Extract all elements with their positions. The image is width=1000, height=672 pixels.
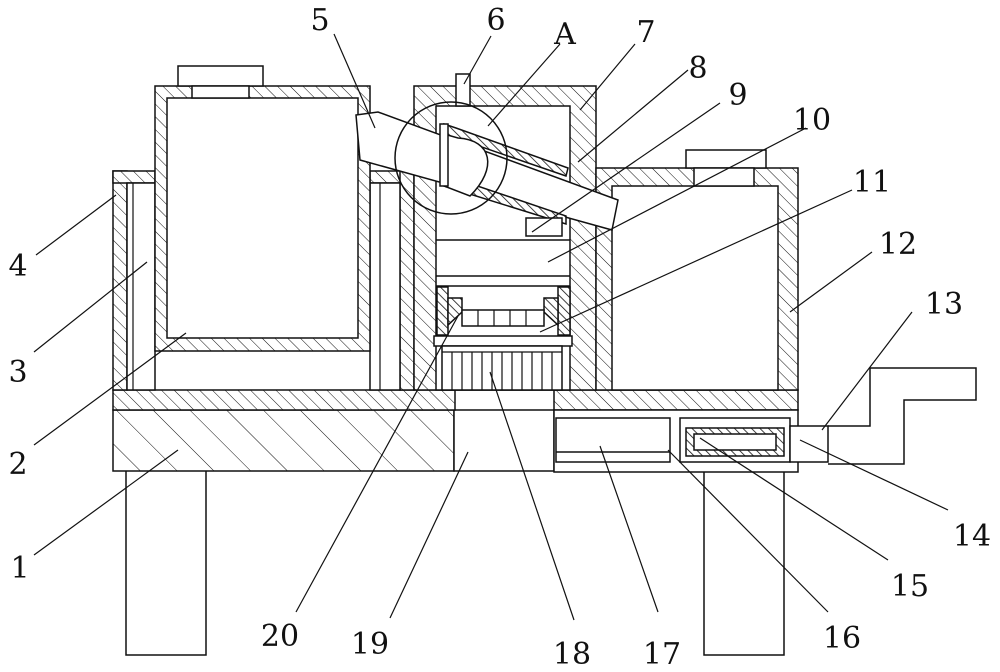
right-rail bbox=[369, 182, 401, 391]
leader-6 bbox=[463, 35, 492, 85]
right-base-plate bbox=[553, 389, 799, 411]
left-tank-inner bbox=[166, 97, 359, 339]
slide-rail bbox=[126, 182, 156, 391]
sleeve-end bbox=[439, 123, 449, 187]
label-1: 1 bbox=[10, 551, 29, 586]
leader-5 bbox=[333, 33, 376, 129]
left-tank-cap bbox=[177, 65, 264, 87]
label-13: 13 bbox=[925, 287, 963, 322]
basket-right-wall bbox=[557, 286, 571, 336]
label-7: 7 bbox=[636, 15, 655, 50]
outlet-channel bbox=[453, 409, 555, 472]
top-shaft bbox=[455, 73, 471, 107]
label-14: 14 bbox=[953, 519, 991, 554]
leader-12 bbox=[789, 251, 873, 313]
leader-15 bbox=[699, 437, 889, 561]
label-17: 17 bbox=[643, 637, 681, 672]
leader-10 bbox=[547, 127, 807, 263]
label-5: 5 bbox=[310, 3, 329, 38]
basket-left-wall bbox=[436, 286, 449, 336]
filter-screen bbox=[461, 309, 545, 327]
label-a: A bbox=[553, 17, 576, 52]
leader-13 bbox=[821, 311, 913, 431]
leader-14 bbox=[799, 439, 949, 511]
detail-circle-a bbox=[394, 101, 508, 215]
pipe-bracket bbox=[525, 217, 563, 237]
drive-box bbox=[555, 417, 671, 463]
label-15: 15 bbox=[891, 569, 929, 604]
leader-a bbox=[487, 43, 561, 127]
right-leg bbox=[703, 469, 785, 656]
leader-1 bbox=[33, 449, 179, 556]
leader-11 bbox=[539, 189, 853, 333]
label-19: 19 bbox=[351, 627, 389, 662]
label-12: 12 bbox=[879, 227, 917, 262]
label-18: 18 bbox=[553, 637, 591, 672]
leader-17 bbox=[599, 445, 659, 613]
leader-8 bbox=[577, 69, 689, 163]
left-tank-inlet bbox=[191, 85, 250, 99]
basket-right-bevel bbox=[543, 297, 559, 327]
leader-9 bbox=[531, 102, 721, 233]
left-frame-wall bbox=[112, 170, 128, 391]
label-16: 16 bbox=[823, 621, 861, 656]
label-11: 11 bbox=[853, 165, 891, 200]
left-frame-top-left bbox=[112, 170, 156, 184]
label-9: 9 bbox=[728, 78, 747, 113]
label-6: 6 bbox=[486, 3, 505, 38]
base-block bbox=[112, 409, 455, 472]
label-10: 10 bbox=[793, 103, 831, 138]
left-frame-right-wall bbox=[399, 170, 415, 391]
leader-7 bbox=[579, 43, 636, 111]
label-3: 3 bbox=[8, 355, 27, 390]
leader-19 bbox=[389, 451, 469, 619]
left-base-plate bbox=[112, 389, 456, 411]
leader-3 bbox=[33, 261, 148, 353]
leader-16 bbox=[667, 449, 829, 613]
leader-2 bbox=[33, 332, 187, 446]
right-tank-cap bbox=[685, 149, 767, 169]
label-8: 8 bbox=[688, 51, 707, 86]
leader-20 bbox=[295, 315, 459, 613]
stepped-outlet bbox=[828, 367, 977, 465]
basket-support bbox=[433, 335, 573, 347]
right-tank-inlet bbox=[693, 167, 755, 187]
left-leg bbox=[125, 469, 207, 656]
motor-core bbox=[693, 433, 777, 451]
label-20: 20 bbox=[261, 619, 299, 654]
label-4: 4 bbox=[8, 249, 27, 284]
label-2: 2 bbox=[8, 447, 27, 482]
sleeve-cut bbox=[443, 133, 489, 197]
leader-18 bbox=[489, 371, 575, 621]
right-tank-inner bbox=[611, 185, 779, 391]
leader-4 bbox=[35, 194, 117, 256]
